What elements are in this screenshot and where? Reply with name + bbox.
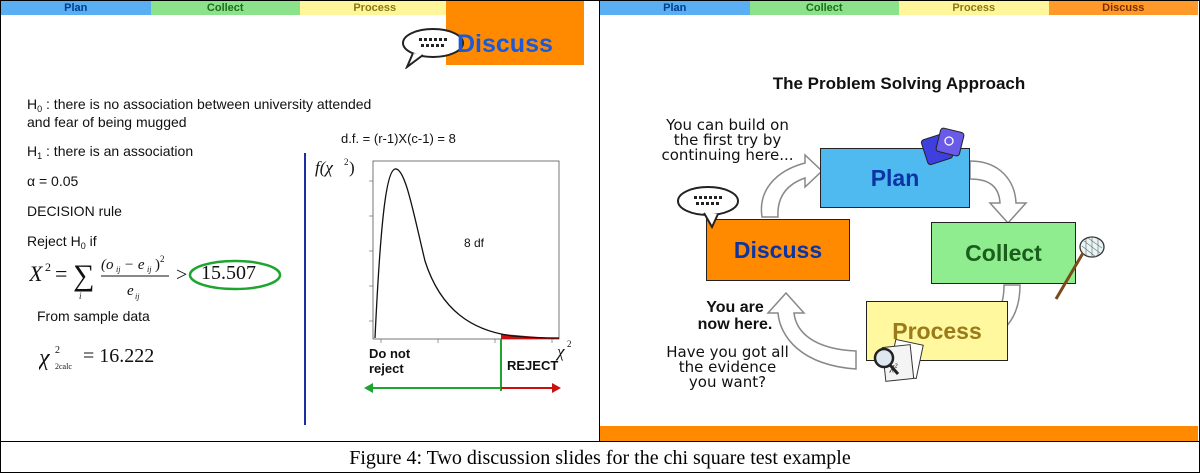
svg-text:>: >	[176, 264, 187, 286]
h0-symbol: H	[27, 96, 38, 112]
blue-divider-line	[304, 153, 306, 425]
svg-text:(o: (o	[101, 257, 114, 273]
figure-caption: Figure 4: Two discussion slides for the …	[349, 447, 851, 469]
tab-discuss: Discuss	[1048, 1, 1198, 15]
reject-line: Reject H0 if	[27, 233, 97, 251]
h0-subscript: 0	[37, 104, 43, 114]
build-on-text: You can build on the first try by contin…	[661, 116, 794, 164]
right-slide: Plan Collect Process Discuss The Problem…	[600, 1, 1198, 441]
svg-text:X: X	[29, 261, 44, 286]
h0-text: : there is no association between univer…	[42, 96, 372, 112]
svg-text:2calc: 2calc	[55, 362, 72, 371]
net-icon	[1054, 236, 1105, 300]
caption-divider	[0, 441, 1200, 442]
h0-line-2: and fear of being mugged	[27, 114, 187, 130]
slide-title: The Problem Solving Approach	[772, 74, 1026, 93]
svg-text:e: e	[127, 283, 134, 299]
df-formula: d.f. = (r-1)X(c-1) = 8	[341, 131, 456, 146]
tab-collect: Collect	[150, 1, 300, 15]
tab-process: Process	[899, 1, 1049, 15]
svg-text:2: 2	[45, 260, 51, 274]
left-slide: Plan Collect Process Discuss H0 : there …	[1, 1, 599, 441]
chi-calc-symbol: χ 2 2calc	[39, 345, 72, 371]
reject-prefix: Reject H	[27, 233, 81, 249]
sample-data-label: From sample data	[37, 308, 150, 324]
speech-bubble-icon	[402, 28, 464, 69]
decision-arrows	[364, 383, 561, 393]
h0-line: H0 : there is no association between uni…	[27, 96, 372, 114]
panel-divider	[599, 0, 600, 441]
svg-text:i: i	[79, 291, 82, 301]
svg-text:2: 2	[344, 157, 349, 167]
plan-dice-icon	[920, 127, 965, 166]
svg-text:2: 2	[55, 345, 60, 356]
collect-box: Collect	[931, 222, 1076, 284]
svg-text:2: 2	[160, 254, 165, 264]
discuss-heading: Discuss	[457, 30, 553, 58]
svg-text:∑: ∑	[73, 259, 94, 292]
do-not-reject-label: Do not reject	[369, 346, 411, 376]
you-are-here-text: You are now here.	[697, 299, 773, 333]
df-label: 8 df	[464, 236, 485, 250]
discuss-box: Discuss	[706, 219, 850, 281]
svg-text:=: =	[55, 261, 67, 286]
magnifier-documents-icon: χ²	[873, 338, 924, 382]
decision-rule: DECISION rule	[27, 203, 122, 219]
tab-plan: Plan	[1, 1, 151, 15]
tab-plan: Plan	[600, 1, 750, 15]
critical-value: 15.507	[201, 262, 256, 284]
critical-value-circle	[188, 259, 282, 291]
svg-text:2: 2	[567, 339, 572, 349]
tab-process: Process	[300, 1, 450, 15]
speech-bubble-icon	[677, 186, 739, 229]
svg-text:ij: ij	[147, 265, 152, 274]
tab-collect: Collect	[749, 1, 899, 15]
bottom-orange-bar	[600, 426, 1198, 441]
chi-square-formula: X 2 = ∑ i (o ij − e ij ) 2 e ij >	[29, 254, 187, 301]
reject-subscript: 0	[80, 241, 86, 251]
reject-suffix: if	[85, 233, 97, 249]
right-tab-bar: Plan Collect Process Discuss	[600, 1, 1198, 15]
svg-text:f(χ: f(χ	[315, 158, 333, 177]
svg-text:ij: ij	[135, 292, 140, 301]
discuss-highlight-box	[446, 1, 584, 65]
evidence-question-text: Have you got all the evidence you want?	[666, 343, 789, 391]
reject-label: REJECT	[507, 358, 559, 373]
svg-text:): )	[155, 257, 160, 273]
svg-text:χ: χ	[555, 342, 565, 361]
h1-text: : there is an association	[42, 143, 194, 159]
svg-text:): )	[349, 158, 355, 177]
h1-symbol: H	[27, 143, 38, 159]
svg-text:− e: − e	[124, 257, 145, 273]
h1-subscript: 1	[37, 151, 43, 161]
calc-value: = 16.222	[83, 345, 155, 367]
h1-line: H1 : there is an association	[27, 143, 194, 161]
svg-text:χ: χ	[39, 345, 51, 371]
alpha-line: α = 0.05	[27, 173, 79, 189]
svg-text:ij: ij	[116, 265, 121, 274]
chi-square-density-plot: f(χ 2 ) 8 df χ 2	[315, 157, 572, 391]
